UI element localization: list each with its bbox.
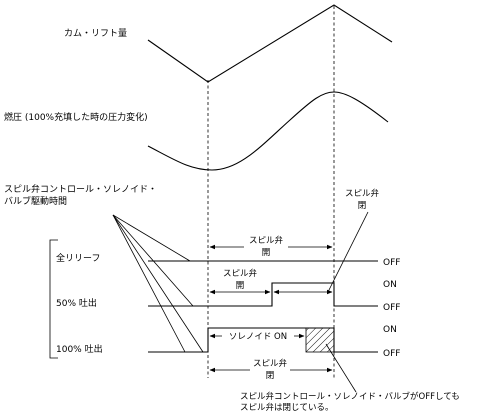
discharge-100-label: 100% 吐出 [56, 343, 103, 355]
arrow-mid-label-line1: スピル弁 [223, 268, 258, 279]
on-label-2: ON [383, 325, 397, 335]
full-relief-label: 全リリーフ [56, 252, 100, 264]
arrow-mid-label-bg [220, 268, 260, 290]
cam-lift-wave [147, 4, 393, 83]
spill-close-leader [327, 211, 369, 293]
fan-line-full [112, 214, 191, 262]
off-label-2: OFF [383, 303, 400, 313]
note-line2: スピル弁は閉じている。 [240, 402, 334, 413]
arrow-bottom-label-line2: 閉 [266, 371, 275, 381]
spill-time-label-line1: スピル弁コントロール・ソレノイド・ [4, 183, 157, 195]
discharge-50-signal [148, 282, 378, 307]
spill-time-label-line2: バルブ駆動時間 [4, 195, 67, 207]
fan-line-100b [112, 214, 204, 353]
arrow-top-label-bg [244, 236, 288, 256]
spill-close-right-line2: 閉 [358, 201, 367, 211]
note-leader [325, 343, 357, 393]
arrow-mid-label-line2: 開 [236, 281, 245, 291]
mode-bracket [49, 239, 58, 359]
fuel-pressure-label: 燃圧 (100%充填した時の圧力変化) [4, 111, 148, 123]
cam-lift-label: カム・リフト量 [64, 28, 127, 39]
solenoid-on-label-bg [222, 330, 294, 342]
discharge-100-signal [148, 327, 378, 353]
solenoid-on-label: ソレノイド ON [229, 332, 287, 342]
arrow-bottom-label-line1: スピル弁 [253, 358, 288, 369]
fan-line-100a [112, 214, 186, 353]
arrow-top-label-line2: 開 [262, 248, 271, 258]
arrow-bottom-label-bg [250, 356, 290, 380]
spill-close-right-line1: スピル弁 [345, 188, 380, 199]
note-line1: スピル弁コントロール・ソレノイド・バルブがOFFしても [240, 391, 460, 402]
arrow-top-label-line1: スピル弁 [249, 235, 284, 246]
hatched-region [305, 327, 335, 353]
discharge-50-label: 50% 吐出 [56, 297, 97, 309]
fuel-pressure-wave [147, 91, 389, 171]
off-label-3: OFF [383, 349, 400, 359]
on-label-1: ON [383, 280, 397, 290]
off-label-1: OFF [383, 258, 400, 268]
